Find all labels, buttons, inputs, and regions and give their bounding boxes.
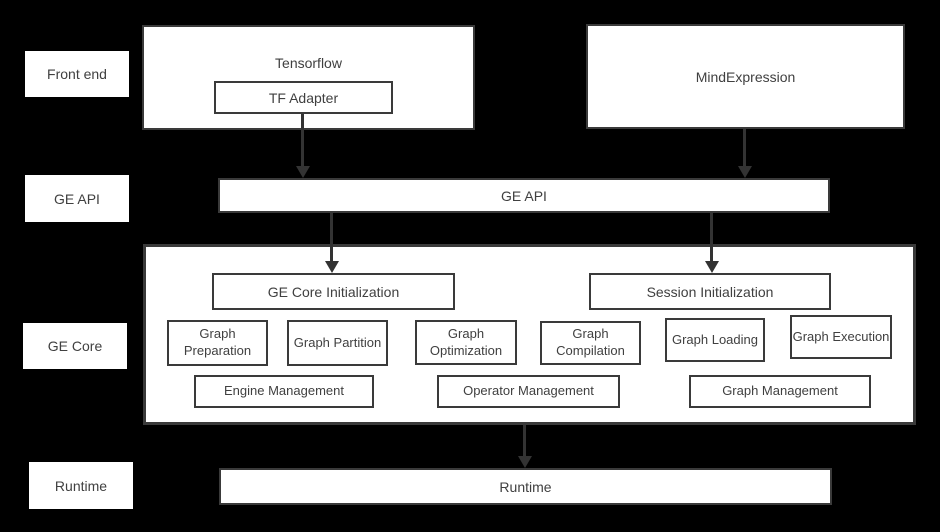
arrow-mindexpression-to-ge-api — [743, 129, 746, 166]
arrow-ge-core-to-runtime — [523, 425, 526, 456]
arrow-ge-api-to-session-initialization — [710, 213, 713, 261]
mindexpression-box: MindExpression — [586, 24, 905, 129]
graph-loading-box: Graph Loading — [665, 318, 765, 362]
arrow-tf-adapter-to-ge-api — [301, 114, 304, 166]
row-label-runtime: Runtime — [29, 462, 133, 509]
row-label-front-end: Front end — [25, 51, 129, 97]
graph-preparation-box: Graph Preparation — [167, 320, 268, 366]
ge-core-initialization-box: GE Core Initialization — [212, 273, 455, 310]
arrow-ge-api-to-ge-core-initialization — [330, 213, 333, 261]
tensorflow-box: Tensorflow TF Adapter — [142, 25, 475, 130]
graph-execution-box: Graph Execution — [790, 315, 892, 359]
row-label-ge-core: GE Core — [23, 323, 127, 369]
graph-partition-box: Graph Partition — [287, 320, 388, 366]
graph-compilation-box: Graph Compilation — [540, 321, 641, 365]
runtime-bar: Runtime — [219, 468, 832, 505]
row-label-ge-api: GE API — [25, 175, 129, 222]
tensorflow-label: Tensorflow — [275, 55, 342, 71]
ge-api-bar: GE API — [218, 178, 830, 213]
engine-management-box: Engine Management — [194, 375, 374, 408]
tf-adapter-box: TF Adapter — [214, 81, 393, 114]
ge-core-container: GE Core Initialization Session Initializ… — [143, 244, 916, 425]
graph-optimization-box: Graph Optimization — [415, 320, 517, 365]
operator-management-box: Operator Management — [437, 375, 620, 408]
graph-management-box: Graph Management — [689, 375, 871, 408]
session-initialization-box: Session Initialization — [589, 273, 831, 310]
